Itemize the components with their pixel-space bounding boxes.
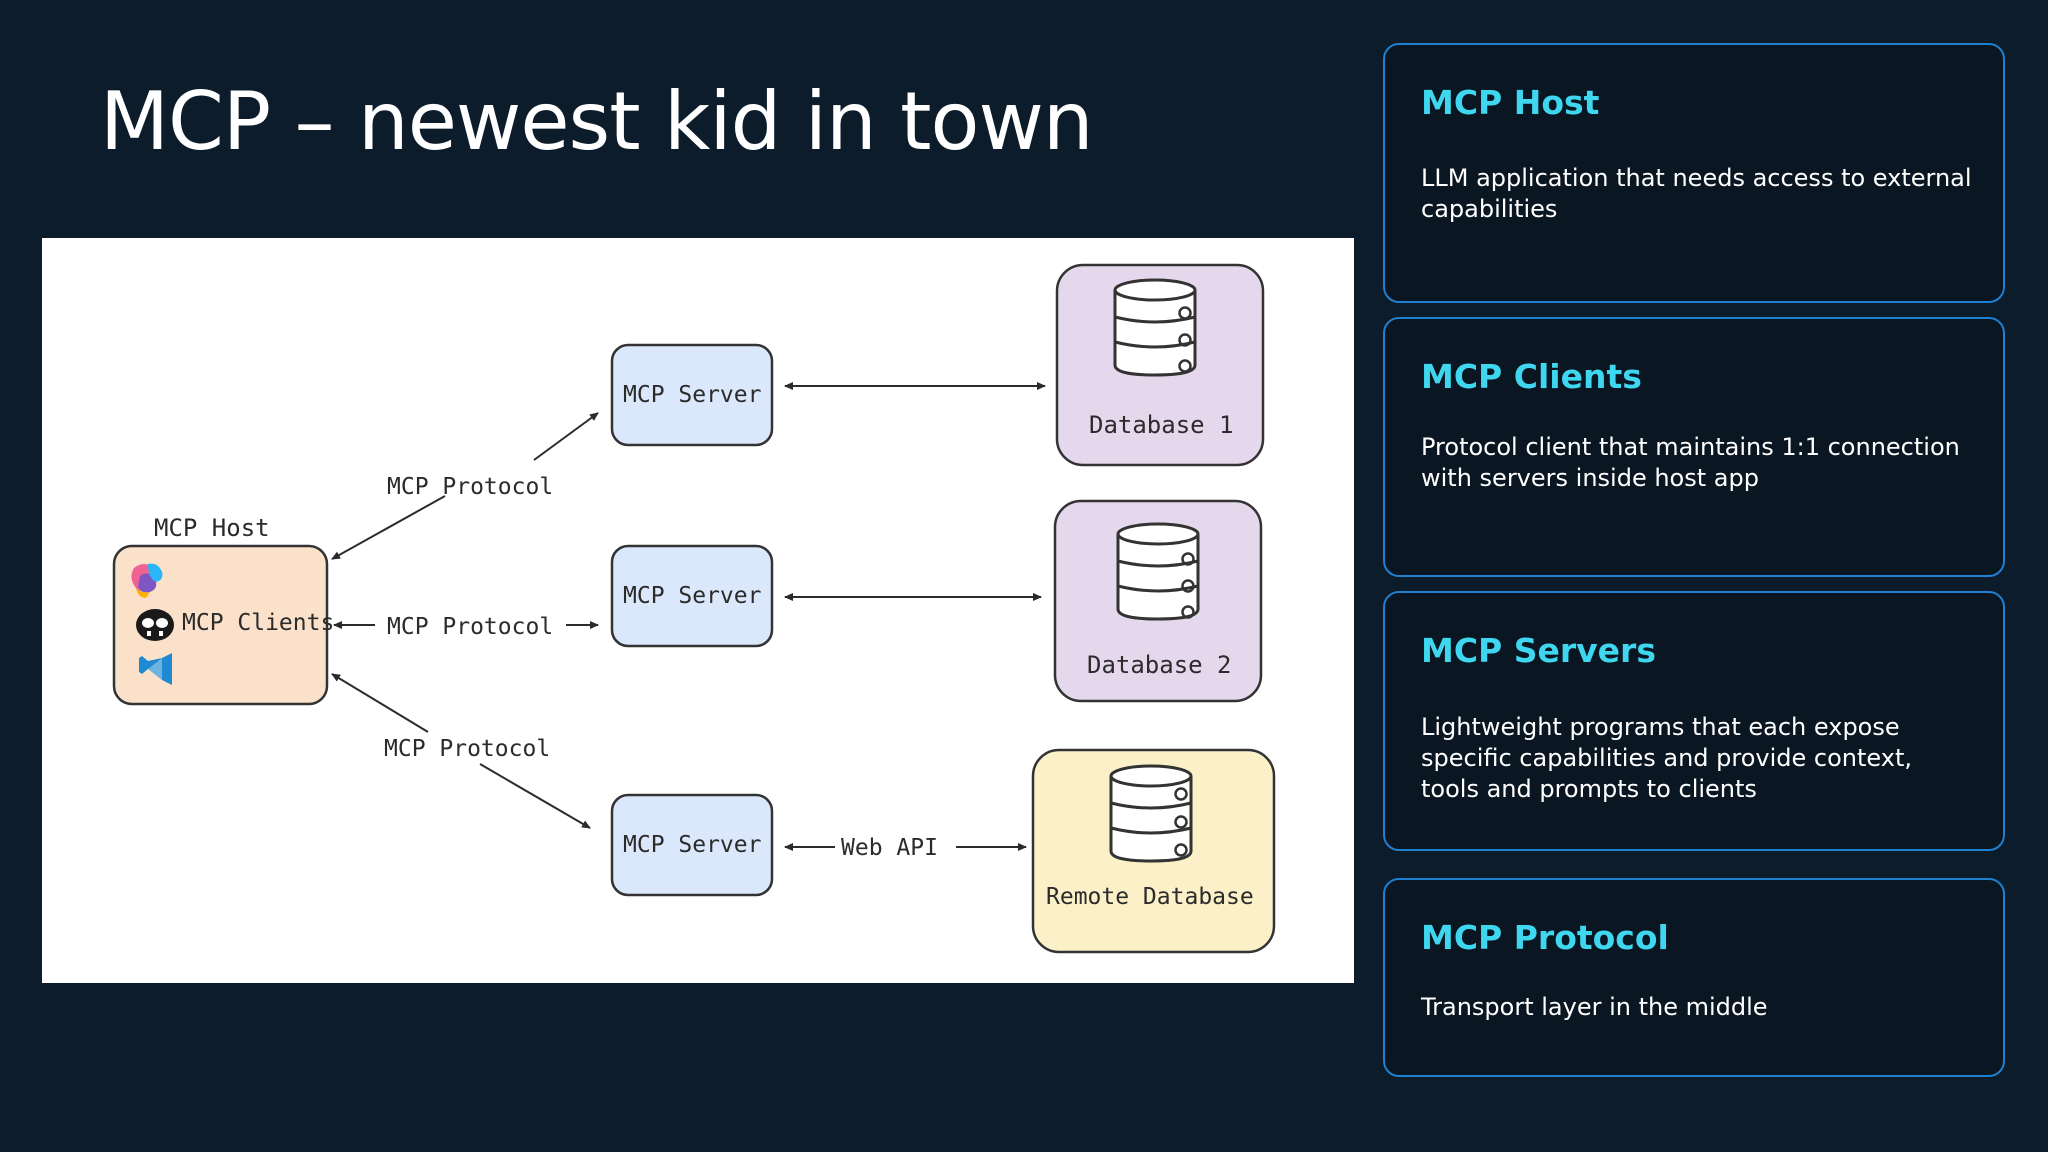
card-title: MCP Host bbox=[1421, 83, 1600, 122]
card-mcp-host: MCP Host LLM application that needs acce… bbox=[1383, 43, 2005, 303]
card-text: Protocol client that maintains 1:1 conne… bbox=[1421, 433, 1960, 492]
protocol-label-bottom: MCP Protocol bbox=[384, 736, 550, 762]
card-mcp-clients: MCP Clients Protocol client that maintai… bbox=[1383, 317, 2005, 577]
server-middle-label: MCP Server bbox=[623, 583, 761, 609]
protocol-label-middle: MCP Protocol bbox=[387, 614, 553, 640]
protocol-arrow-top-lower bbox=[331, 495, 446, 560]
card-text: Transport layer in the middle bbox=[1421, 993, 1768, 1021]
card-mcp-servers: MCP Servers Lightweight programs that ea… bbox=[1383, 591, 2005, 851]
protocol-arrow-bottom-lower bbox=[479, 763, 591, 829]
protocol-label-top: MCP Protocol bbox=[387, 474, 553, 500]
card-title: MCP Servers bbox=[1421, 631, 1656, 670]
copilot-icon bbox=[131, 563, 163, 598]
web-api-label: Web API bbox=[841, 835, 938, 861]
mcp-server-bottom bbox=[610, 793, 774, 897]
protocol-arrow-bottom-upper bbox=[331, 673, 429, 733]
database-2-label: Database 2 bbox=[1087, 651, 1232, 679]
card-mcp-protocol: MCP Protocol Transport layer in the midd… bbox=[1383, 878, 2005, 1077]
card-text: Lightweight programs that each expose sp… bbox=[1421, 713, 1912, 803]
mcp-server-top bbox=[610, 343, 774, 447]
remote-database-label: Remote Database bbox=[1046, 884, 1254, 910]
card-title: MCP Clients bbox=[1421, 357, 1642, 396]
card-title: MCP Protocol bbox=[1421, 918, 1669, 957]
architecture-diagram: MCP Host bbox=[42, 238, 1354, 983]
clients-label: MCP Clients bbox=[182, 610, 334, 636]
slide-title: MCP – newest kid in town bbox=[100, 75, 1094, 168]
host-label: MCP Host bbox=[154, 514, 270, 542]
vscode-icon bbox=[139, 653, 172, 685]
server-bottom-label: MCP Server bbox=[623, 832, 761, 858]
database-icon bbox=[1109, 764, 1193, 863]
protocol-arrow-top-upper bbox=[533, 412, 599, 461]
github-copilot-icon bbox=[136, 609, 174, 641]
diagram-canvas: MCP Host bbox=[112, 263, 1276, 954]
database-1-label: Database 1 bbox=[1089, 411, 1234, 439]
database-icon bbox=[1116, 522, 1200, 621]
card-text: LLM application that needs access to ext… bbox=[1421, 164, 1972, 223]
server-top-label: MCP Server bbox=[623, 382, 761, 408]
mcp-server-middle bbox=[610, 544, 774, 648]
database-icon bbox=[1113, 278, 1197, 377]
